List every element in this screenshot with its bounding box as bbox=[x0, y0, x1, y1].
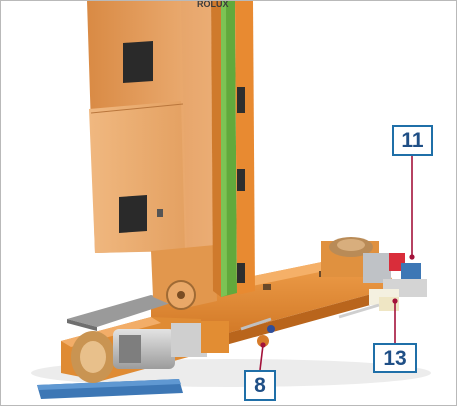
handle-knob bbox=[257, 335, 269, 347]
lower-window bbox=[119, 195, 147, 233]
mast-frame bbox=[235, 1, 255, 295]
step-plate bbox=[67, 295, 177, 327]
callout-8: 8 bbox=[244, 370, 276, 401]
upper-window bbox=[123, 41, 153, 83]
brand-text: ROLUX bbox=[197, 1, 229, 9]
callout-13: 13 bbox=[373, 343, 417, 373]
callout-11: 11 bbox=[392, 125, 433, 156]
leader-line-8 bbox=[259, 344, 264, 371]
